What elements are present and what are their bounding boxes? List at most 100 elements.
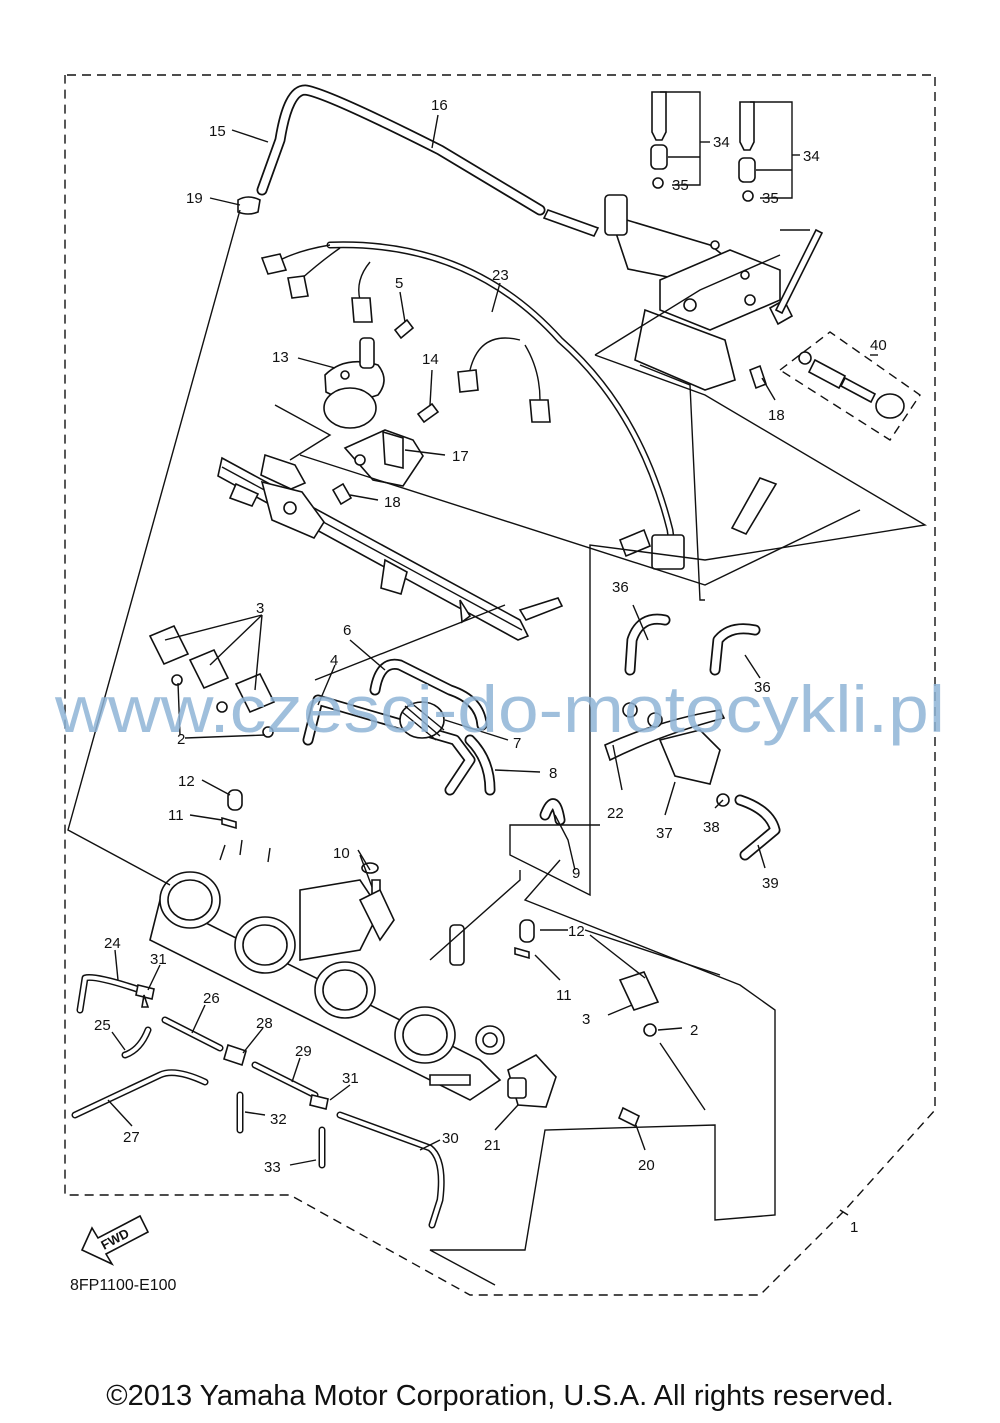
leader-lines (107, 91, 878, 1216)
callout-19: 19 (186, 190, 203, 207)
injector-right (618, 971, 660, 1037)
callout-13: 13 (272, 349, 289, 366)
callout-23: 23 (492, 267, 509, 284)
fuel-rail (217, 453, 564, 641)
vacuum-tube-27 (71, 1069, 209, 1119)
tee-31-right (309, 1094, 329, 1110)
clip-11-right (514, 946, 530, 960)
hose-4 (302, 694, 476, 796)
callout-31: 31 (150, 951, 167, 968)
callout-40: 40 (870, 337, 887, 354)
callout-6: 6 (343, 622, 351, 639)
injector-group-left (148, 624, 276, 738)
screw-18-right (749, 364, 767, 390)
callout-10: 10 (333, 845, 350, 862)
screw-18-left (331, 482, 353, 506)
callout-labels: 1 2 2 3 3 4 5 6 7 8 9 10 11 11 12 12 13 … (94, 97, 887, 1236)
screw-14 (416, 402, 440, 424)
diagram-code: 8FP1100-E100 (70, 1277, 177, 1294)
vacuum-tube-26 (161, 1016, 224, 1052)
callout-37: 37 (656, 825, 673, 842)
callout-20: 20 (638, 1157, 655, 1174)
callout-29: 29 (295, 1043, 312, 1060)
callout-26: 26 (203, 990, 220, 1007)
vacuum-tube-25 (121, 1026, 152, 1059)
fitting-37 (658, 729, 721, 785)
callout-35: 35 (672, 177, 689, 194)
fuel-hose-15-16 (256, 84, 546, 216)
callout-14: 14 (422, 351, 439, 368)
forward-arrow: FWD (80, 1214, 150, 1266)
copyright-notice: ©2013 Yamaha Motor Corporation, U.S.A. A… (106, 1380, 894, 1412)
hose-9 (539, 798, 566, 826)
hose-36-right (709, 623, 761, 676)
wire-harness-23 (260, 241, 685, 570)
callout-18: 18 (768, 407, 785, 424)
throttle-body-assembly (149, 839, 505, 1101)
callout-24: 24 (104, 935, 121, 952)
callout-12: 12 (178, 773, 195, 790)
callout-2: 2 (177, 731, 185, 748)
screw-5 (393, 318, 415, 340)
callout-3: 3 (256, 600, 264, 617)
throttle-position-sensor-21 (507, 1054, 557, 1108)
bracket-17 (343, 429, 424, 487)
callout-32: 32 (270, 1111, 287, 1128)
callout-9: 9 (572, 865, 580, 882)
hose-39 (734, 794, 781, 861)
callout-39: 39 (762, 875, 779, 892)
watermark-text: www.czesci-do-motocykli.pl (54, 672, 945, 746)
callout-1: 1 (850, 1219, 858, 1236)
hose-8 (464, 734, 496, 796)
bypass-valve-unit (542, 194, 824, 391)
callout-12: 12 (568, 923, 585, 940)
callout-3: 3 (582, 1011, 590, 1028)
rod-piece (730, 477, 778, 536)
callout-36: 36 (612, 579, 629, 596)
pressure-regulator-13 (323, 337, 385, 429)
clamp-19 (237, 196, 261, 215)
callout-38: 38 (703, 819, 720, 836)
vacuum-tube-30 (336, 1111, 445, 1229)
cap-12-right (519, 919, 535, 943)
screw-set-34-35-right (738, 101, 756, 202)
screw-20 (617, 1106, 641, 1128)
hose-6 (369, 658, 488, 731)
bracket-22 (604, 702, 726, 762)
callout-34: 34 (803, 148, 820, 165)
callout-30: 30 (442, 1130, 459, 1147)
tee-31-left (135, 984, 155, 1008)
callout-21: 21 (484, 1137, 501, 1154)
callout-36: 36 (754, 679, 771, 696)
clip-11-left (221, 816, 237, 830)
callout-22: 22 (607, 805, 624, 822)
hose-36-left (624, 613, 671, 676)
callout-8: 8 (549, 765, 557, 782)
group-outline-lines (67, 209, 928, 1286)
callout-31: 31 (342, 1070, 359, 1087)
vacuum-tube-29 (251, 1061, 319, 1099)
callout-15: 15 (209, 123, 226, 140)
callout-11: 11 (168, 807, 184, 824)
callout-27: 27 (123, 1129, 140, 1146)
callout-17: 17 (452, 448, 469, 465)
screw-set-34-35-left (650, 91, 668, 189)
fitting-28 (223, 1043, 247, 1067)
vacuum-tube-24 (76, 974, 144, 1014)
spring-7 (399, 701, 445, 741)
callout-18: 18 (384, 494, 401, 511)
callout-25: 25 (94, 1017, 111, 1034)
callout-7: 7 (513, 735, 521, 752)
callout-28: 28 (256, 1015, 273, 1032)
callout-16: 16 (431, 97, 448, 114)
cap-12-left (227, 789, 243, 811)
callout-5: 5 (395, 275, 403, 292)
callout-33: 33 (264, 1159, 281, 1176)
callout-2: 2 (690, 1022, 698, 1039)
callout-4: 4 (330, 652, 338, 669)
callout-11: 11 (556, 987, 572, 1004)
adjuster-screw-40 (779, 331, 921, 441)
callout-35: 35 (762, 190, 779, 207)
callout-34: 34 (713, 134, 730, 151)
